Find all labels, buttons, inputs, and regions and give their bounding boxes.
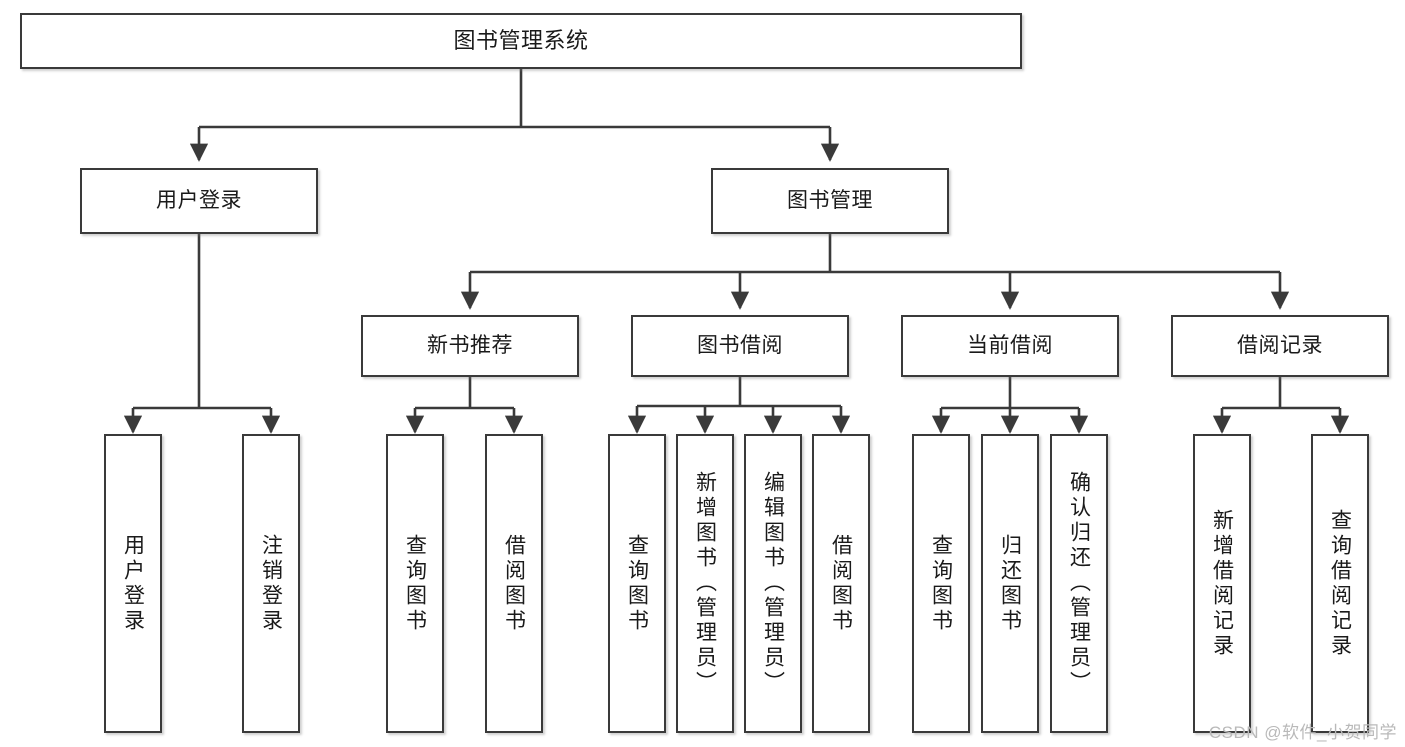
leaf-return-book-label: 归还图书 [998,533,1022,634]
leaf-query-borrow-record-label: 查询借阅记录 [1328,508,1352,659]
node-new-book-recommend[interactable]: 新书推荐 [361,315,579,377]
leaf-edit-book-admin[interactable]: 编辑图书（管理员） [744,434,802,733]
node-user-login-label: 用户登录 [156,188,242,212]
leaf-borrow-book-label: 借阅图书 [829,533,853,634]
node-current-borrow[interactable]: 当前借阅 [901,315,1119,377]
leaf-user-login[interactable]: 用户登录 [104,434,162,733]
node-root[interactable]: 图书管理系统 [20,13,1022,69]
node-current-borrow-label: 当前借阅 [967,333,1053,357]
leaf-confirm-return-admin[interactable]: 确认归还（管理员） [1050,434,1108,733]
leaf-query-borrow-record[interactable]: 查询借阅记录 [1311,434,1369,733]
leaf-query-book-recommend-label: 查询图书 [403,533,427,634]
leaf-add-borrow-record[interactable]: 新增借阅记录 [1193,434,1251,733]
leaf-borrow-book[interactable]: 借阅图书 [812,434,870,733]
leaf-edit-book-admin-label: 编辑图书（管理员） [761,471,785,696]
node-book-borrow[interactable]: 图书借阅 [631,315,849,377]
leaf-confirm-return-admin-label: 确认归还（管理员） [1067,471,1091,696]
node-root-label: 图书管理系统 [453,28,589,54]
node-user-login[interactable]: 用户登录 [80,168,318,234]
leaf-borrow-book-recommend-label: 借阅图书 [502,533,526,634]
leaf-user-login-label: 用户登录 [121,533,145,634]
leaf-logout-label: 注销登录 [259,533,283,634]
node-book-management-label: 图书管理 [787,188,873,212]
leaf-query-book-current-label: 查询图书 [929,533,953,634]
leaf-add-borrow-record-label: 新增借阅记录 [1210,508,1234,659]
leaf-query-book-recommend[interactable]: 查询图书 [386,434,444,733]
leaf-query-book-borrow[interactable]: 查询图书 [608,434,666,733]
leaf-logout[interactable]: 注销登录 [242,434,300,733]
node-borrow-record-label: 借阅记录 [1237,333,1323,357]
leaf-add-book-admin-label: 新增图书（管理员） [693,471,717,696]
leaf-return-book[interactable]: 归还图书 [981,434,1039,733]
node-book-management[interactable]: 图书管理 [711,168,949,234]
watermark: CSDN @软件_小贺同学 [1208,723,1397,742]
leaf-query-book-borrow-label: 查询图书 [625,533,649,634]
node-borrow-record[interactable]: 借阅记录 [1171,315,1389,377]
leaf-borrow-book-recommend[interactable]: 借阅图书 [485,434,543,733]
node-new-book-recommend-label: 新书推荐 [427,333,513,357]
node-book-borrow-label: 图书借阅 [697,333,783,357]
leaf-add-book-admin[interactable]: 新增图书（管理员） [676,434,734,733]
leaf-query-book-current[interactable]: 查询图书 [912,434,970,733]
